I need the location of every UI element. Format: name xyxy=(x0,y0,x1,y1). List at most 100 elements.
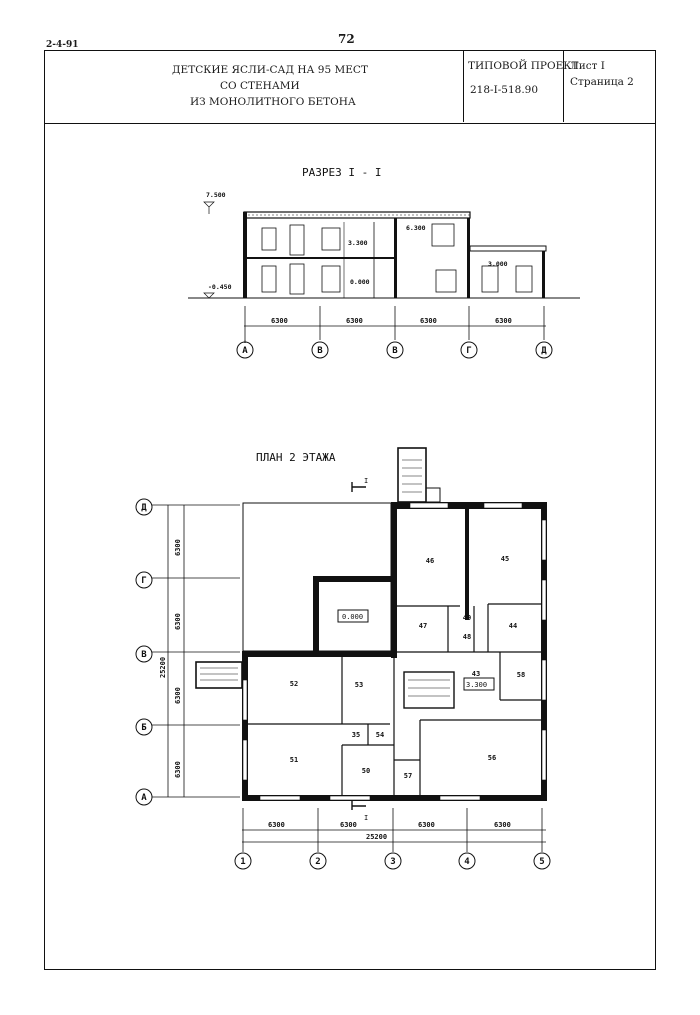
room-number: 51 xyxy=(290,756,298,764)
axis-label: Г xyxy=(466,346,471,356)
room-number: 54 xyxy=(376,731,384,739)
dimension-label: 6300 xyxy=(346,317,363,325)
sheet-cell: Лист I Страница 2 xyxy=(564,50,656,122)
plan-window xyxy=(541,519,547,561)
section-wall-d xyxy=(542,248,545,298)
sheet-frame xyxy=(44,50,656,970)
dimension-label: 6300 xyxy=(271,317,288,325)
total-dimension-label: 25200 xyxy=(366,833,387,841)
plan-window xyxy=(242,739,248,781)
dimension-label: 6300 xyxy=(420,317,437,325)
project-title-cell: ДЕТСКИЕ ЯСЛИ-САД НА 95 МЕСТ СО СТЕНАМИ И… xyxy=(44,50,464,122)
section-wall-v xyxy=(394,218,397,298)
axis-bubble xyxy=(460,341,478,359)
sheet-number: Лист I xyxy=(570,60,605,72)
room-number: 50 xyxy=(362,767,370,775)
room-number: 53 xyxy=(355,681,363,689)
room-number: 56 xyxy=(488,754,496,762)
axis-label: Д xyxy=(541,346,547,356)
cut-mark-top xyxy=(351,482,366,492)
axis-label: 1 xyxy=(240,857,245,867)
section-wall-g xyxy=(467,218,470,298)
project-title-line-2: СО СТЕНАМИ xyxy=(220,80,300,92)
section-window xyxy=(289,263,305,295)
axis-label: 5 xyxy=(539,857,544,867)
plan-window xyxy=(541,729,547,781)
plan-wall xyxy=(242,651,248,800)
section-title: РАЗРЕЗ I - I xyxy=(302,166,381,179)
plan-window xyxy=(409,502,449,509)
plan-wall xyxy=(313,576,391,582)
level-mark: 3.300 xyxy=(348,239,368,247)
section-window xyxy=(289,224,305,256)
plan-wall xyxy=(242,651,395,657)
room-number: 57 xyxy=(404,772,412,780)
axis-bubble xyxy=(135,718,153,736)
dimension-label: 6300 xyxy=(340,821,357,829)
project-title-line-1: ДЕТСКИЕ ЯСЛИ-САД НА 95 МЕСТ xyxy=(172,64,368,76)
floor-plan: ПЛАН 2 ЭТАЖА I I xyxy=(135,447,551,870)
plan-window xyxy=(259,795,301,801)
level-box xyxy=(463,677,495,691)
axis-bubble xyxy=(384,852,402,870)
axis-bubble xyxy=(135,645,153,663)
plan-wall xyxy=(391,502,397,658)
total-dimension-label: 25200 xyxy=(159,657,167,678)
level-mark: -0.450 xyxy=(208,283,232,291)
level-mark: 0.000 xyxy=(350,278,370,286)
level-box xyxy=(337,609,369,623)
axis-bubble xyxy=(135,788,153,806)
type-project-cell: ТИПОВОЙ ПРОЕКТ 218-I-518.90 xyxy=(464,50,578,122)
plan-window xyxy=(541,659,547,701)
dimension-label: 6300 xyxy=(418,821,435,829)
level-mark: 0.000 xyxy=(342,613,363,621)
axis-label: Г xyxy=(141,576,146,586)
dimension-label: 6300 xyxy=(174,613,182,630)
section-window xyxy=(435,269,457,293)
room-number: 43 xyxy=(472,670,480,678)
stair-landing xyxy=(425,487,441,503)
room-number: 49 xyxy=(463,614,471,622)
level-marker-symbol xyxy=(203,292,215,299)
level-mark: 3.000 xyxy=(488,260,508,268)
left-stair xyxy=(195,661,243,689)
page-number: 72 xyxy=(338,32,355,46)
section-window xyxy=(261,227,277,251)
plan-window xyxy=(541,579,547,621)
plan-window xyxy=(483,502,523,509)
axis-bubble xyxy=(236,341,254,359)
level-marker-symbol xyxy=(203,201,215,214)
level-mark: 6.300 xyxy=(406,224,426,232)
plan-title: ПЛАН 2 ЭТАЖА xyxy=(256,451,336,464)
axis-bubble xyxy=(234,852,252,870)
plan-wall xyxy=(541,502,547,800)
cut-mark-bottom xyxy=(351,800,366,810)
room-number: 45 xyxy=(501,555,509,563)
plan-window xyxy=(242,679,248,721)
axis-bubble xyxy=(533,852,551,870)
dimension-label: 6300 xyxy=(174,539,182,556)
type-project-code: 218-I-518.90 xyxy=(470,84,539,96)
section-window xyxy=(261,265,277,293)
inner-stair xyxy=(403,671,455,709)
section-window xyxy=(481,265,499,293)
plan-wall xyxy=(242,795,547,801)
axis-bubble xyxy=(135,498,153,516)
title-block: ДЕТСКИЕ ЯСЛИ-САД НА 95 МЕСТ СО СТЕНАМИ И… xyxy=(44,50,656,124)
room-number: 35 xyxy=(352,731,360,739)
room-number: 44 xyxy=(509,622,517,630)
room-number: 47 xyxy=(419,622,427,630)
room-number: 46 xyxy=(426,557,434,565)
top-stair xyxy=(397,447,427,503)
axis-bubble xyxy=(386,341,404,359)
room-number: 48 xyxy=(463,633,471,641)
room-number: 58 xyxy=(517,671,525,679)
plan-window xyxy=(439,795,481,801)
axis-bubble xyxy=(309,852,327,870)
axis-label: В xyxy=(141,650,147,660)
plan-wall xyxy=(313,576,319,654)
axis-bubble xyxy=(458,852,476,870)
level-mark: 7.500 xyxy=(206,191,226,199)
cut-mark-label: I xyxy=(364,814,368,822)
